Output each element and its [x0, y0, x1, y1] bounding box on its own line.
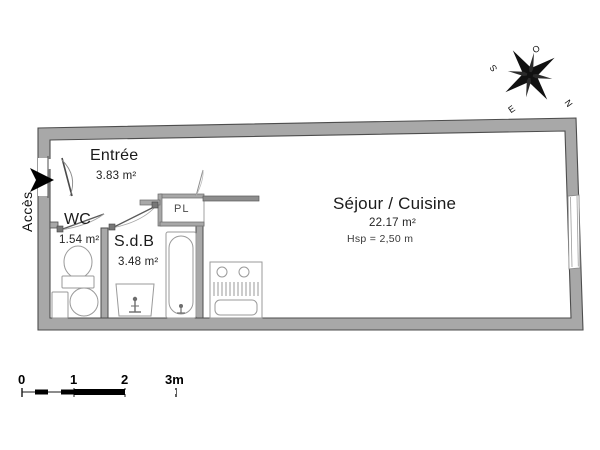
scale-tick-2: 2 — [121, 372, 129, 387]
scale-tick-1: 1 — [70, 372, 78, 387]
partition-kitchen-arm — [202, 195, 260, 202]
room-label-sejour-cuisine: Séjour / Cuisine — [333, 194, 457, 213]
closet-walls — [139, 193, 205, 227]
room-area-entree: 3.83 m² — [96, 170, 137, 182]
room-area-sdb: 3.48 m² — [118, 256, 159, 268]
kitchen-sink-icon — [214, 299, 258, 316]
room-area-wc: 1.54 m² — [59, 234, 100, 246]
room-height-sejour-cuisine: Hsp = 2,50 m — [347, 233, 414, 245]
room-label-sdb: S.d.B — [114, 233, 155, 250]
washbasin-icon — [115, 283, 155, 317]
room-area-sejour-cuisine: 22.17 m² — [369, 217, 416, 229]
access-arrow-icon — [30, 168, 54, 192]
scale-tick-3: 3m — [165, 372, 184, 387]
room-label-entree: Entrée — [90, 147, 139, 164]
bathtub-icon — [165, 231, 197, 319]
sdb-door — [108, 201, 159, 231]
kitchen-unit — [209, 261, 263, 319]
room-label-wc: WC — [64, 211, 92, 228]
scale-bar — [21, 388, 177, 397]
window-icon — [567, 194, 581, 270]
compass-rose-icon — [505, 50, 555, 100]
toilet-icon — [61, 245, 95, 289]
closet-label-pl: PL — [174, 203, 190, 215]
stove-icon — [213, 266, 259, 296]
scale-tick-0: 0 — [18, 372, 26, 387]
wc-basin-icon — [69, 287, 99, 317]
access-label: Accès — [19, 191, 35, 232]
partition-wc-sdb — [100, 227, 109, 319]
wc-cabinet-icon — [51, 291, 69, 319]
closet-door — [195, 169, 204, 197]
outer-wall-shell — [37, 117, 584, 331]
wc-door — [56, 213, 105, 233]
partition-entree-bath-top — [49, 221, 59, 229]
